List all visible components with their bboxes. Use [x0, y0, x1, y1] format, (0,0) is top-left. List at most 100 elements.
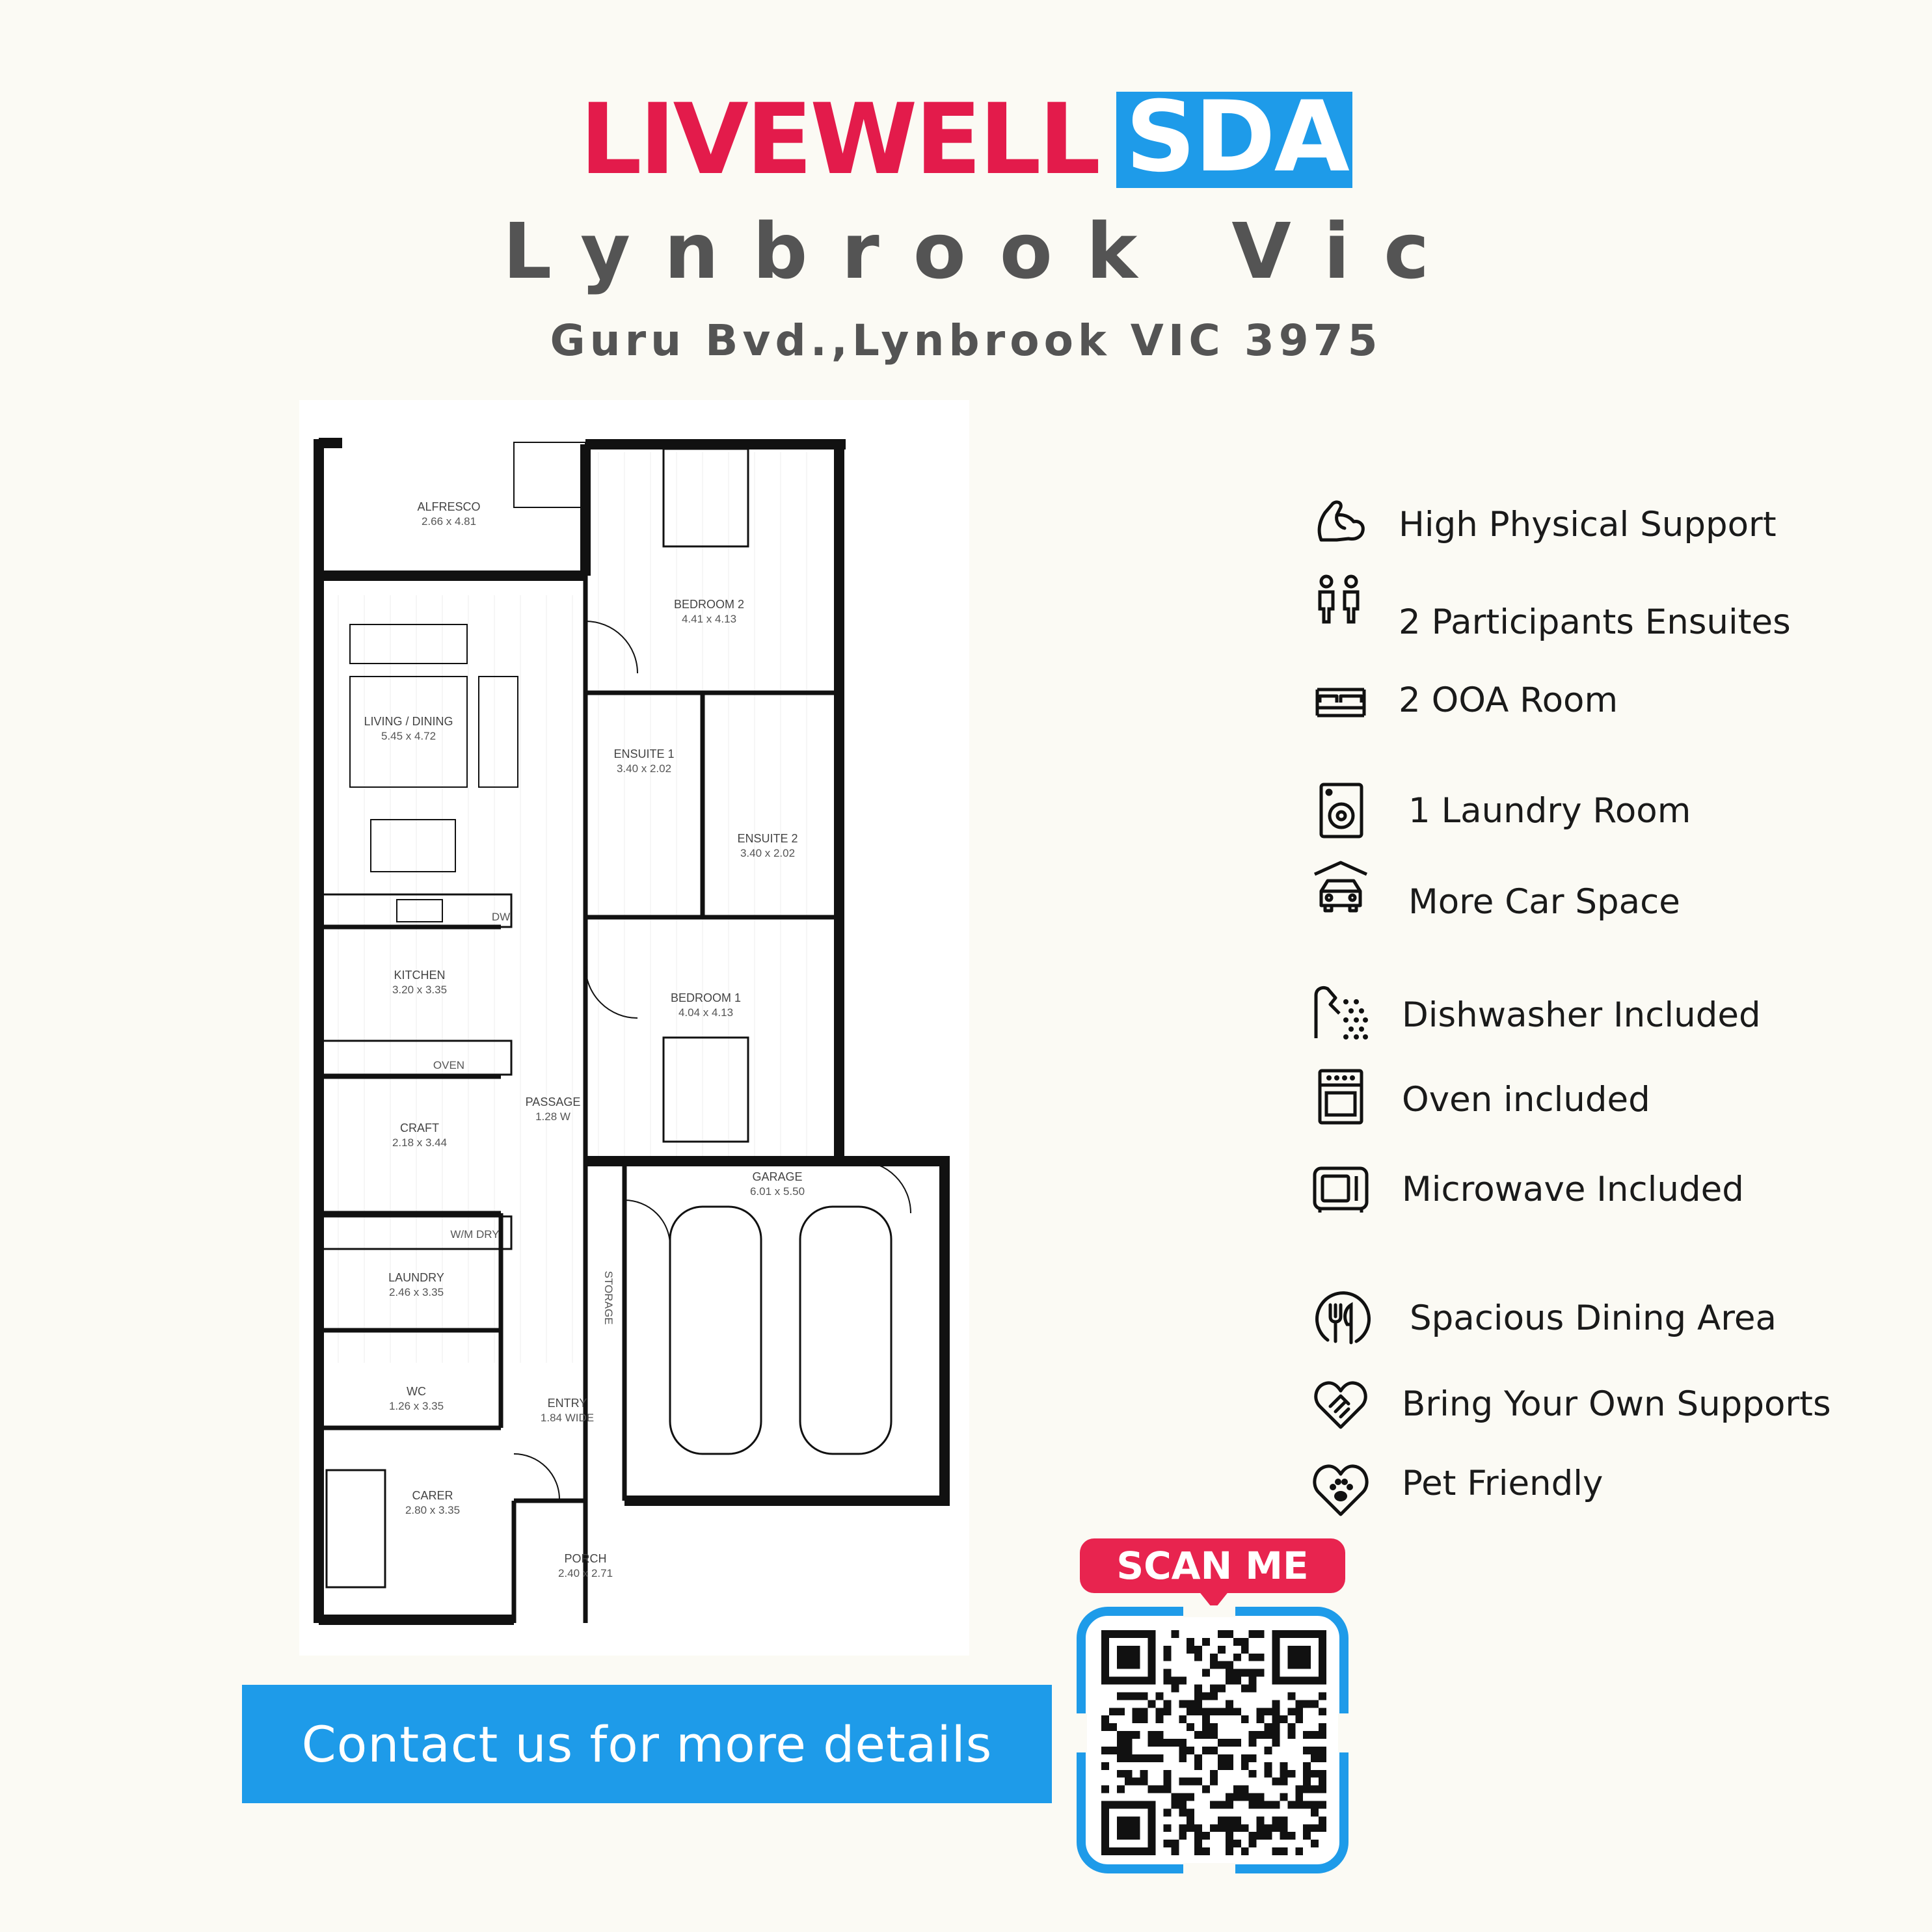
qr-module	[1163, 1653, 1172, 1661]
qr-module	[1225, 1793, 1233, 1801]
qr-module	[1132, 1777, 1140, 1786]
room-name-craft: CRAFT	[400, 1121, 439, 1134]
qr-module	[1280, 1832, 1288, 1840]
qr-module	[1241, 1793, 1249, 1801]
qr-module	[1233, 1785, 1241, 1793]
qr-module	[1303, 1832, 1311, 1840]
qr-module	[1225, 1661, 1233, 1669]
qr-module	[1171, 1840, 1179, 1848]
qr-module	[1171, 1630, 1179, 1638]
qr-module	[1233, 1816, 1241, 1825]
qr-code-frame[interactable]	[1075, 1605, 1350, 1875]
qr-module	[1217, 1661, 1226, 1669]
qr-module	[1225, 1739, 1233, 1747]
qr-module	[1241, 1754, 1249, 1762]
qr-module	[1116, 1746, 1125, 1754]
qr-module	[1194, 1777, 1203, 1786]
room-name-bedroom1: BEDROOM 1	[671, 991, 741, 1004]
qr-module	[1140, 1692, 1148, 1700]
qr-module	[1179, 1676, 1187, 1685]
qr-module	[1187, 1816, 1195, 1825]
qr-module	[1295, 1715, 1304, 1724]
qr-module	[1194, 1840, 1203, 1848]
qr-module	[1311, 1801, 1319, 1809]
qr-module	[1140, 1715, 1148, 1724]
qr-module	[1287, 1723, 1296, 1732]
qr-module	[1187, 1777, 1195, 1786]
qr-module	[1124, 1769, 1133, 1778]
qr-module	[1140, 1769, 1148, 1778]
qr-module	[1116, 1754, 1125, 1762]
room-dims-living: 5.45 x 4.72	[381, 730, 436, 742]
qr-code[interactable]	[1101, 1630, 1326, 1855]
qr-module	[1217, 1801, 1226, 1809]
qr-module	[1241, 1715, 1249, 1724]
qr-module	[1248, 1793, 1257, 1801]
flexed-arm-icon	[1317, 500, 1365, 542]
qr-finder-module	[1116, 1645, 1140, 1669]
qr-module	[1233, 1676, 1241, 1685]
qr-module	[1256, 1824, 1265, 1832]
fixture-label-storage: STORAGE	[602, 1271, 615, 1325]
car-garage-icon	[1313, 861, 1368, 913]
contact-banner[interactable]: Contact us for more details	[242, 1685, 1052, 1803]
qr-module	[1147, 1700, 1156, 1708]
qr-module	[1287, 1769, 1296, 1778]
brand-name-part1: LIVEWELL	[580, 83, 1101, 196]
dishwasher-icon	[1314, 986, 1368, 1040]
qr-module	[1272, 1715, 1280, 1724]
qr-module	[1256, 1731, 1265, 1739]
qr-module	[1225, 1630, 1233, 1638]
qr-module	[1202, 1847, 1211, 1855]
qr-module	[1217, 1816, 1226, 1825]
qr-module	[1319, 1708, 1326, 1716]
qr-module	[1319, 1723, 1326, 1732]
qr-module	[1280, 1847, 1288, 1855]
qr-module	[1311, 1746, 1319, 1754]
qr-module	[1280, 1769, 1288, 1778]
qr-module	[1295, 1785, 1304, 1793]
qr-module	[1303, 1785, 1311, 1793]
fixture-label-oven: OVEN	[433, 1059, 464, 1071]
room-name-kitchen: KITCHEN	[394, 969, 445, 982]
qr-module	[1287, 1708, 1296, 1716]
qr-module	[1248, 1684, 1257, 1693]
qr-module	[1225, 1676, 1233, 1685]
qr-module	[1194, 1692, 1203, 1700]
qr-module	[1163, 1676, 1172, 1685]
qr-module	[1256, 1653, 1265, 1661]
qr-module	[1163, 1777, 1172, 1786]
qr-module	[1101, 1746, 1109, 1754]
qr-module	[1311, 1731, 1319, 1739]
qr-module	[1233, 1824, 1241, 1832]
qr-module	[1241, 1637, 1249, 1646]
qr-module	[1124, 1777, 1133, 1786]
qr-module	[1132, 1731, 1140, 1739]
qr-module	[1233, 1840, 1241, 1848]
qr-module	[1155, 1739, 1164, 1747]
qr-module	[1264, 1762, 1272, 1770]
qr-module	[1101, 1723, 1109, 1732]
qr-module	[1210, 1661, 1218, 1669]
qr-module	[1280, 1793, 1288, 1801]
qr-module	[1147, 1754, 1156, 1762]
feature-label: Oven included	[1402, 1080, 1650, 1120]
qr-module	[1311, 1808, 1319, 1817]
fork-knife-plate-icon	[1315, 1291, 1371, 1345]
qr-module	[1287, 1832, 1296, 1840]
room-dims-craft: 2.18 x 3.44	[392, 1136, 447, 1149]
qr-module	[1256, 1630, 1265, 1638]
qr-module	[1171, 1739, 1179, 1747]
frame-gap	[1183, 1605, 1235, 1617]
qr-module	[1179, 1715, 1187, 1724]
qr-module	[1319, 1785, 1326, 1793]
qr-module	[1187, 1708, 1195, 1716]
qr-module	[1187, 1808, 1195, 1817]
qr-module	[1155, 1708, 1164, 1716]
qr-module	[1155, 1754, 1164, 1762]
qr-module	[1272, 1708, 1280, 1716]
room-name-ensuite1: ENSUITE 1	[613, 747, 674, 760]
qr-module	[1202, 1785, 1211, 1793]
qr-module	[1202, 1746, 1211, 1754]
qr-module	[1202, 1708, 1211, 1716]
